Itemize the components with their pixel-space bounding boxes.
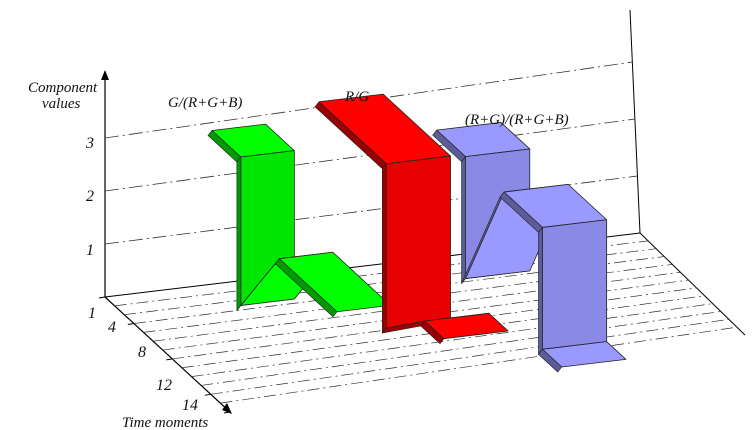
series-segment [542, 219, 608, 350]
y-axis-arrow [101, 70, 109, 80]
wall-gridline [104, 175, 638, 245]
x-axis-arrow [222, 403, 232, 414]
floor-gridline [220, 326, 737, 404]
x-tick-mark [98, 296, 106, 299]
x-tick-mark [223, 411, 231, 414]
series-ribbon [314, 93, 509, 345]
x-tick-mark [127, 323, 134, 326]
series-segment [385, 155, 451, 329]
series-segment-edge [274, 258, 338, 318]
series-segment-edge [461, 155, 466, 285]
series-segment-edge [420, 320, 445, 345]
y-tick-label: 1 [86, 242, 94, 259]
x-axis-title: Time moments [122, 415, 208, 430]
y-axis-title-line1: Component [28, 80, 98, 96]
series-segment-edge [538, 226, 543, 356]
series-segment-edge [538, 348, 563, 373]
x-tick-mark [166, 358, 173, 361]
series-label-green: G/(R+G+B) [168, 95, 242, 111]
x-tick-label: 4 [108, 319, 116, 336]
y-axis-title-line2: values [42, 96, 80, 112]
x-tick-label: 14 [182, 397, 198, 414]
series-label-red: R/G [344, 89, 369, 105]
x-axis [104, 296, 231, 413]
x-tick-label: 1 [88, 305, 96, 322]
series-label-blue: (R+G)/(R+G+B) [465, 112, 569, 128]
x-tick-label: 8 [138, 344, 146, 361]
series-segment-edge [382, 162, 387, 334]
x-tick-mark [204, 393, 211, 396]
back-wall-right-edge [629, 9, 641, 234]
series-ribbons [207, 93, 627, 373]
y-tick-label: 2 [86, 188, 94, 205]
floor-right-edge [639, 232, 746, 336]
y-tick-label: 3 [85, 135, 94, 152]
x-tick-label: 12 [156, 377, 172, 394]
series-ribbon [432, 122, 627, 373]
series-segment-edge [236, 156, 242, 312]
floor-gridline [191, 303, 713, 377]
